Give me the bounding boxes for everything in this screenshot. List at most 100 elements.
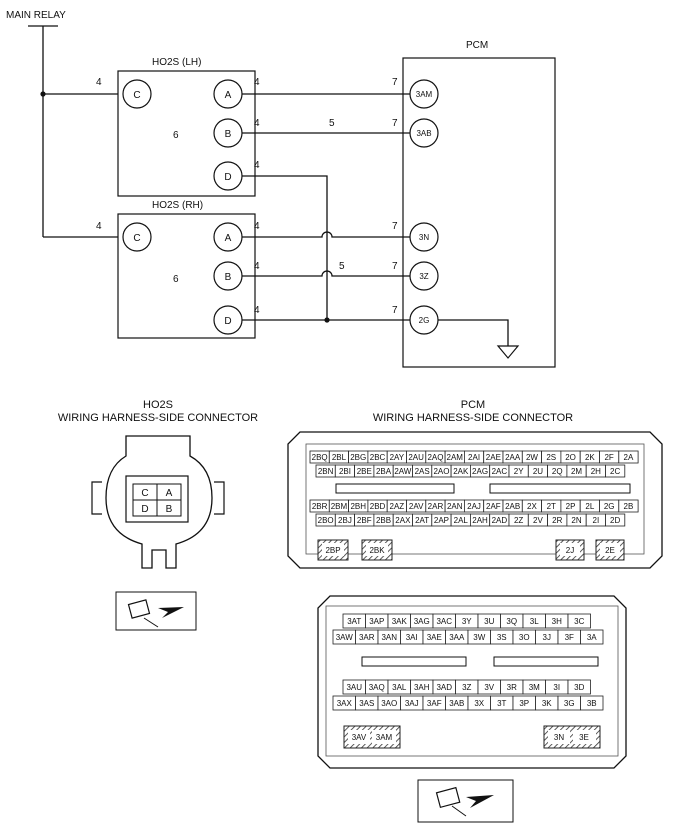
- svg-text:2AE: 2AE: [486, 453, 501, 462]
- cavity-3f: 3F: [557, 629, 581, 645]
- cavity-3al: 3AL: [387, 679, 411, 695]
- cavity-2be: 2BE: [354, 464, 375, 478]
- svg-text:2S: 2S: [546, 453, 556, 462]
- svg-text:2AX: 2AX: [395, 516, 411, 525]
- svg-text:4: 4: [254, 261, 260, 272]
- ho2s-cavity-a: A: [166, 488, 173, 499]
- svg-text:3O: 3O: [519, 633, 530, 642]
- cavity-3ak: 3AK: [387, 613, 411, 629]
- cavity-3au: 3AU: [342, 679, 366, 695]
- svg-text:2AL: 2AL: [454, 516, 469, 525]
- svg-text:3AU: 3AU: [346, 683, 362, 692]
- svg-text:2AP: 2AP: [434, 516, 449, 525]
- cavity-2u: 2U: [527, 464, 548, 478]
- svg-text:3B: 3B: [587, 699, 597, 708]
- svg-text:2AN: 2AN: [447, 502, 463, 511]
- cavity-2d: 2D: [605, 513, 626, 527]
- cavity-3an: 3AN: [377, 629, 401, 645]
- cavity-3ax: 3AX: [332, 695, 356, 711]
- cavity-2ar: 2AR: [425, 499, 446, 513]
- pcm-terminal-3ab: 3AB: [409, 118, 439, 148]
- svg-text:3R: 3R: [507, 683, 517, 692]
- svg-text:3AP: 3AP: [369, 617, 384, 626]
- svg-text:D: D: [224, 172, 231, 183]
- svg-text:3AJ: 3AJ: [405, 699, 419, 708]
- svg-text:3AK: 3AK: [392, 617, 408, 626]
- cavity-2x: 2X: [521, 499, 542, 513]
- cavity-3l: 3L: [522, 613, 546, 629]
- svg-text:2W: 2W: [526, 453, 538, 462]
- ho2s-cavity-b: B: [166, 504, 173, 515]
- svg-text:4: 4: [254, 221, 260, 232]
- cavity-2bp: 2BP: [325, 546, 340, 555]
- pcm-terminal-3n: 3N: [409, 222, 439, 252]
- cavity-3ag: 3AG: [410, 613, 434, 629]
- ho2s-connector-subtitle: WIRING HARNESS-SIDE CONNECTOR: [58, 412, 258, 424]
- svg-text:2T: 2T: [547, 502, 556, 511]
- ho2s-connector-lock-left: [91, 481, 102, 515]
- cavity-3at: 3AT: [342, 613, 366, 629]
- svg-text:2BN: 2BN: [318, 467, 334, 476]
- svg-text:2AY: 2AY: [390, 453, 405, 462]
- cavity-3t: 3T: [490, 695, 514, 711]
- cavity-2c: 2C: [605, 464, 626, 478]
- cavity-3o: 3O: [512, 629, 536, 645]
- sensor-rh-pin-b: B: [213, 261, 243, 291]
- svg-text:3AB: 3AB: [449, 699, 464, 708]
- cavity-3u: 3U: [477, 613, 501, 629]
- cavity-2b: 2B: [618, 499, 639, 513]
- svg-text:3AT: 3AT: [347, 617, 361, 626]
- svg-text:B: B: [225, 272, 232, 283]
- svg-text:2AW: 2AW: [394, 467, 411, 476]
- cavity-3z: 3Z: [455, 679, 479, 695]
- svg-text:2BO: 2BO: [318, 516, 334, 525]
- svg-text:3J: 3J: [543, 633, 551, 642]
- svg-text:4: 4: [96, 221, 102, 232]
- cavity-3i: 3I: [545, 679, 569, 695]
- cavity-2z: 2Z: [508, 513, 529, 527]
- svg-text:7: 7: [392, 118, 398, 129]
- cavity-3c: 3C: [567, 613, 591, 629]
- pcm-terminal-3z: 3Z: [409, 261, 439, 291]
- svg-text:2U: 2U: [533, 467, 543, 476]
- cavity-2al: 2AL: [450, 513, 471, 527]
- cavity-2aq: 2AQ: [425, 450, 446, 464]
- cavity-2az: 2AZ: [386, 499, 407, 513]
- sensor-rh-pin-d: D: [213, 305, 243, 335]
- cavity-3p: 3P: [512, 695, 536, 711]
- cavity-2n: 2N: [566, 513, 587, 527]
- sensor-rh-title: HO2S (RH): [152, 200, 203, 211]
- svg-text:2BJ: 2BJ: [338, 516, 352, 525]
- cavity-3v: 3V: [477, 679, 501, 695]
- svg-text:2R: 2R: [552, 516, 562, 525]
- svg-text:3AI: 3AI: [406, 633, 418, 642]
- svg-text:2O: 2O: [565, 453, 576, 462]
- svg-text:3AC: 3AC: [436, 617, 452, 626]
- cavity-2bc: 2BC: [367, 450, 388, 464]
- pcm-lower-key-right: [493, 656, 599, 667]
- ho2s-connector-title: HO2S: [143, 399, 173, 411]
- cavity-3y: 3Y: [455, 613, 479, 629]
- svg-text:2BH: 2BH: [350, 502, 366, 511]
- svg-text:2Q: 2Q: [552, 467, 563, 476]
- pcm-title: PCM: [466, 40, 488, 51]
- cavity-2ah: 2AH: [469, 513, 491, 527]
- svg-text:3X: 3X: [474, 699, 484, 708]
- cavity-2bi: 2BI: [334, 464, 355, 478]
- svg-text:4: 4: [254, 77, 260, 88]
- svg-text:3Q: 3Q: [506, 617, 517, 626]
- svg-text:3F: 3F: [565, 633, 574, 642]
- svg-text:3H: 3H: [552, 617, 562, 626]
- svg-text:2BF: 2BF: [357, 516, 372, 525]
- svg-text:2BD: 2BD: [370, 502, 386, 511]
- cavity-3m: 3M: [522, 679, 546, 695]
- wire-lh-d-ground: [242, 175, 328, 320]
- svg-text:3Y: 3Y: [462, 617, 472, 626]
- svg-text:2L: 2L: [585, 502, 594, 511]
- svg-text:7: 7: [392, 221, 398, 232]
- sensor-rh-pin-c: C: [122, 222, 152, 252]
- cavity-3ar: 3AR: [355, 629, 379, 645]
- cavity-2h: 2H: [585, 464, 606, 478]
